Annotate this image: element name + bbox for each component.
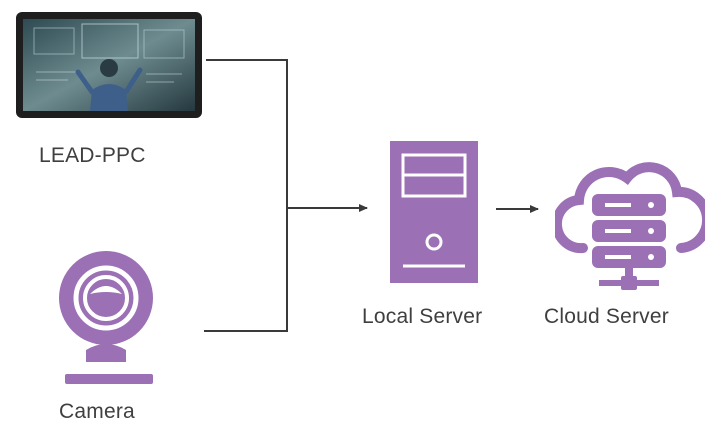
local-server-label: Local Server xyxy=(362,305,483,328)
cloud-server-label: Cloud Server xyxy=(544,305,669,328)
camera-connector xyxy=(204,208,288,332)
webcam-icon xyxy=(52,250,162,388)
lead-ppc-label: LEAD-PPC xyxy=(39,144,146,167)
lead-ppc-connector xyxy=(206,59,288,208)
cloud-server-icon xyxy=(551,152,712,297)
camera-label: Camera xyxy=(59,400,135,423)
tablet-icon xyxy=(16,12,202,118)
server-tower-icon xyxy=(390,141,478,283)
